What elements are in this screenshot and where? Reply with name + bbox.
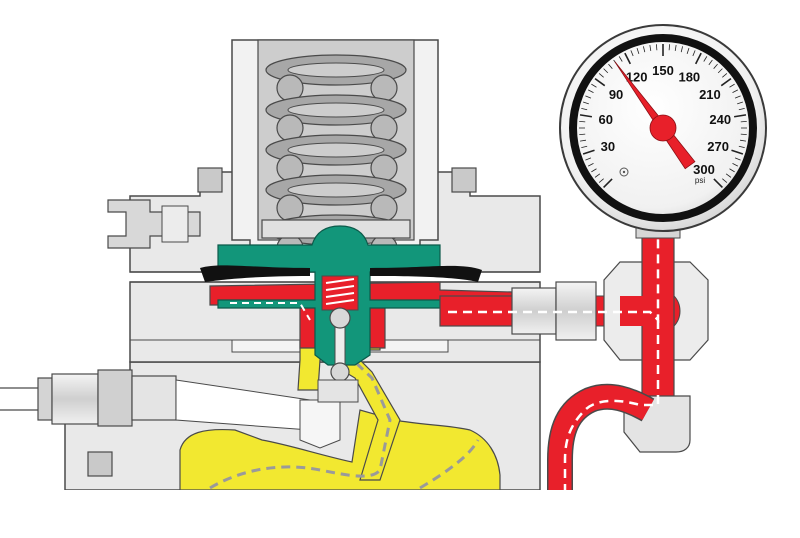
upper-valve-ball bbox=[330, 308, 350, 328]
valve-cage bbox=[318, 380, 358, 402]
seat-ring bbox=[232, 340, 310, 352]
spring-coil-inner bbox=[288, 183, 384, 197]
gauge-scale-label: 180 bbox=[678, 69, 700, 84]
gauge-unit-label: psi bbox=[695, 176, 705, 185]
gauge-scale-label: 90 bbox=[609, 87, 623, 102]
bolt-head bbox=[452, 168, 476, 192]
gauge-scale-label: 30 bbox=[601, 139, 615, 154]
gauge-scale-label: 60 bbox=[598, 112, 612, 127]
gauge-scale-label: 210 bbox=[699, 87, 721, 102]
inlet-nut bbox=[52, 374, 98, 424]
gauge-scale-label: 300 bbox=[693, 162, 715, 177]
bolt-head bbox=[198, 168, 222, 192]
gauge-scale-label: 150 bbox=[652, 63, 674, 78]
spring-coil-inner bbox=[288, 63, 384, 77]
gauge-scale-label: 270 bbox=[707, 139, 729, 154]
gauge-scale-label: 240 bbox=[709, 112, 731, 127]
lower-valve-ball bbox=[331, 363, 349, 381]
page-margin bbox=[0, 490, 800, 533]
diaphragm-seal bbox=[370, 266, 482, 282]
gauge-needle-hub bbox=[650, 115, 676, 141]
spring-coil-inner bbox=[288, 103, 384, 117]
valve-port bbox=[300, 400, 340, 448]
bolt-head bbox=[88, 452, 112, 476]
spring-coil-inner bbox=[288, 143, 384, 157]
sense-fitting bbox=[512, 288, 556, 334]
